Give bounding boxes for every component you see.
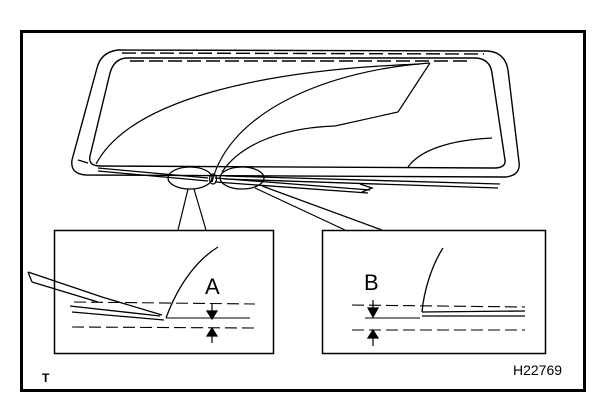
figure-code: H22769 <box>513 362 562 378</box>
wiper-pivot <box>208 173 218 185</box>
corner-mark: T <box>42 371 50 385</box>
detail-box-b: B <box>321 229 547 355</box>
detail-b-label: B <box>364 270 379 295</box>
windshield-outline <box>71 49 520 178</box>
wiper-arms <box>97 167 501 194</box>
callout-circle-a <box>167 166 213 190</box>
detail-box-a: A <box>27 229 275 355</box>
callout-circle-b <box>219 166 265 190</box>
outer-frame <box>20 30 586 392</box>
detail-a-label: A <box>205 274 220 299</box>
wiper-sweep-lines <box>95 62 493 183</box>
callout-leaders <box>177 185 383 231</box>
